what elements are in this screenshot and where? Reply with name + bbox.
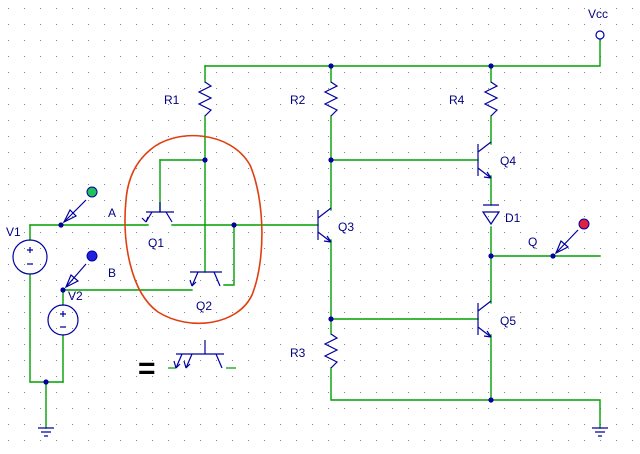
highlight-ring	[124, 134, 263, 325]
resistor-r3	[323, 333, 339, 369]
label-v2: V2	[68, 289, 83, 303]
label-node-b: B	[108, 266, 116, 280]
junction-dots	[43, 63, 556, 403]
label-q4: Q4	[500, 154, 516, 168]
ground-right	[592, 427, 608, 437]
label-r1: R1	[164, 93, 180, 107]
equivalence-sign: =	[138, 352, 156, 385]
ground-left	[38, 427, 54, 437]
diode-d1	[481, 204, 501, 226]
transistor-q3	[317, 207, 332, 243]
label-q5: Q5	[500, 314, 516, 328]
transistor-q5	[477, 300, 492, 338]
label-node-a: A	[108, 206, 116, 220]
label-q1: Q1	[148, 236, 164, 250]
probe-q	[554, 218, 590, 255]
label-r4: R4	[449, 93, 465, 107]
label-d1: D1	[505, 211, 521, 225]
equivalent-transistor-symbol	[168, 340, 236, 369]
resistor-r2	[323, 81, 339, 117]
label-v1: V1	[6, 225, 21, 239]
resistor-r1	[197, 81, 213, 117]
probe-b	[64, 250, 98, 289]
label-node-q: Q	[528, 235, 537, 249]
voltage-source-v2	[47, 304, 79, 336]
label-r3: R3	[290, 346, 306, 360]
label-q3: Q3	[338, 220, 354, 234]
label-r2: R2	[290, 93, 306, 107]
wires	[29, 39, 601, 429]
resistor-r4	[483, 81, 499, 117]
label-q2: Q2	[196, 299, 212, 313]
vcc-terminal	[595, 30, 605, 40]
transistor-q1	[141, 202, 174, 223]
transistor-q2	[189, 271, 222, 287]
grid-dots	[8, 8, 633, 441]
transistor-q4	[477, 141, 492, 179]
probe-a	[62, 186, 98, 224]
voltage-source-v1	[12, 239, 48, 275]
label-vcc: Vcc	[588, 7, 608, 21]
